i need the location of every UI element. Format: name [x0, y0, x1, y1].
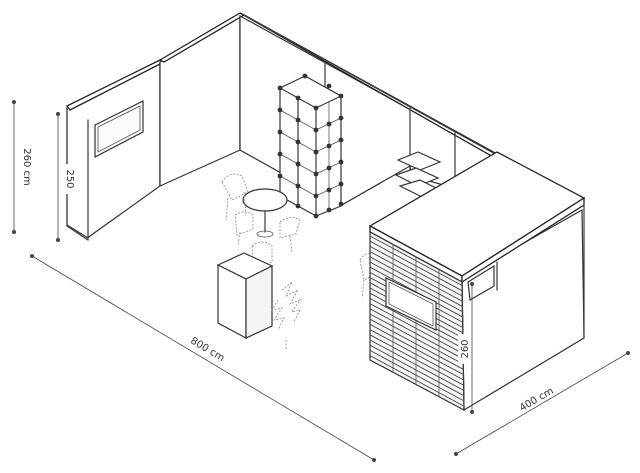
storage-slat [369, 246, 464, 297]
storage-slat [369, 308, 464, 360]
dimension-wall-height: 250 [56, 112, 75, 242]
round-table-icon [242, 188, 288, 238]
storage-slat [369, 324, 464, 375]
storage-slat [369, 334, 464, 386]
reception-counter-icon [216, 252, 274, 340]
storage-slat [369, 303, 464, 354]
storage-height-label: 260 [460, 339, 471, 358]
storage-slat [369, 313, 464, 365]
overall-height-label: 260 cm [21, 148, 32, 186]
depth-label: 400 cm [518, 386, 556, 414]
dimension-overall-height: 260 cm [12, 100, 32, 234]
storage-slat [369, 298, 464, 349]
storage-slat [369, 240, 464, 292]
storage-slat [369, 251, 464, 302]
storage-slat [369, 235, 464, 287]
storage-slat [369, 256, 464, 308]
storage-slat [369, 318, 464, 370]
wall-height-label: 250 [64, 169, 75, 188]
slatted-storage-room-icon [368, 151, 586, 412]
plant-icon [271, 281, 302, 350]
storage-slat [369, 329, 464, 380]
storage-slat [369, 261, 464, 313]
storage-slat [369, 344, 464, 396]
dimension-length: 800 cm [30, 254, 376, 462]
dimension-storage-height: 260 [458, 282, 474, 414]
cube-shelf-icon [277, 73, 344, 219]
storage-slat [369, 339, 464, 391]
storage-slat [369, 350, 464, 401]
tv-screen-icon [94, 100, 144, 158]
storage-slat [369, 355, 464, 406]
length-label: 800 cm [188, 336, 226, 365]
